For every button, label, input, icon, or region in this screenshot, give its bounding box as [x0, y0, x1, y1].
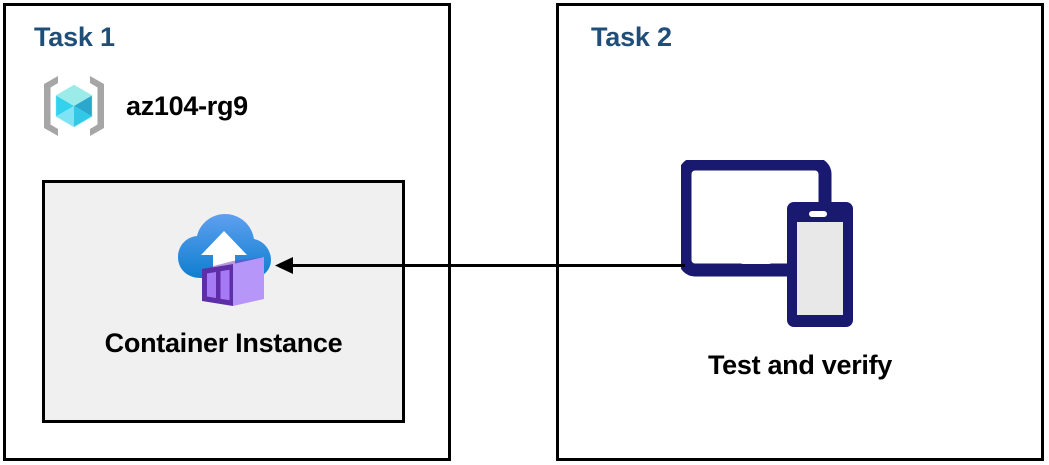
- container-instance-label: Container Instance: [104, 328, 343, 358]
- devices-label: Test and verify: [707, 350, 893, 380]
- resource-group-icon: [36, 68, 112, 144]
- task-1-title: Task 1: [34, 22, 115, 52]
- resource-group-label: az104-rg9: [126, 90, 248, 121]
- task-panel-1: Task 1: [3, 3, 451, 461]
- resource-group-row: az104-rg9: [36, 68, 248, 144]
- container-instance-box: Container Instance: [42, 180, 405, 423]
- devices-icon: [678, 157, 871, 335]
- container-instance-icon: [174, 205, 274, 310]
- task-2-title: Task 2: [591, 22, 672, 52]
